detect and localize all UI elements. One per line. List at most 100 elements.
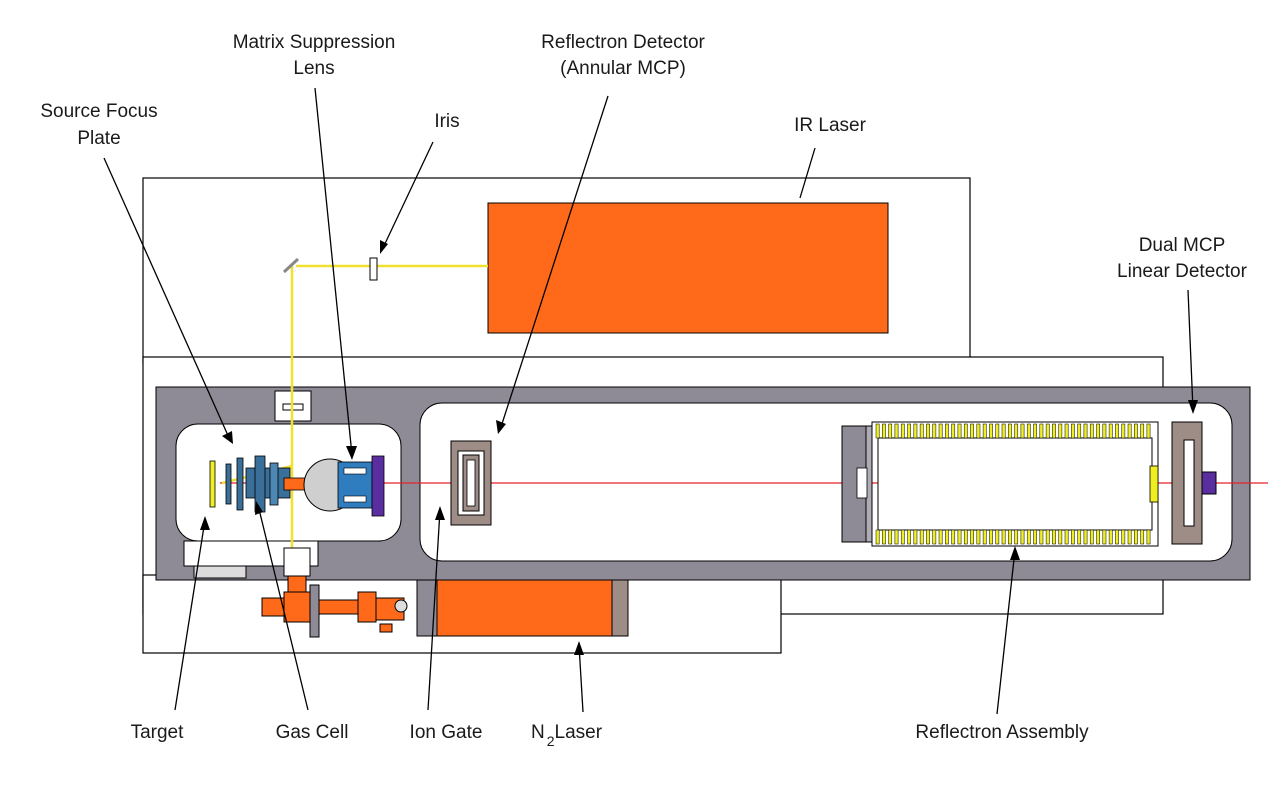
label-reflectron-detector-line1: Reflectron Detector: [541, 32, 705, 53]
grid-ring: [1121, 423, 1126, 439]
grid-ring: [907, 529, 911, 545]
grid-ring: [913, 423, 918, 439]
grid-ring: [1134, 423, 1138, 439]
reflectron-assembly: [841, 421, 1159, 547]
dual-mcp-linear-detector: [1171, 421, 1217, 545]
grid-ring: [970, 423, 974, 439]
grid-ring: [1083, 423, 1088, 439]
grid-ring: [900, 423, 905, 439]
grid-ring: [1096, 423, 1100, 439]
grid-ring: [888, 529, 893, 545]
leader-arrowheads: [200, 240, 1198, 655]
grid-ring: [1121, 529, 1126, 545]
grid-ring: [882, 423, 886, 439]
grid-ring: [976, 529, 981, 545]
grid-ring: [900, 529, 905, 545]
label-n2-suffix: Laser: [555, 722, 603, 743]
iris: [369, 257, 378, 281]
grid-rings-bottom: [875, 529, 1151, 545]
grid-ring: [951, 529, 956, 545]
label-source-focus-plate-line2: Plate: [77, 128, 120, 149]
label-dual-mcp-line2: Linear Detector: [1117, 261, 1248, 282]
grid-ring: [875, 423, 880, 439]
grid-ring: [1077, 529, 1082, 545]
grid-ring: [932, 529, 937, 545]
grid-ring: [894, 423, 899, 439]
label-target: Target: [131, 722, 185, 743]
reflectron-detector: [450, 440, 492, 526]
grid-ring: [1026, 423, 1031, 439]
grid-ring: [1102, 423, 1107, 439]
target: [209, 460, 216, 508]
grid-ring: [1134, 529, 1138, 545]
grid-ring: [1039, 529, 1044, 545]
gas-cell: [245, 467, 291, 499]
grid-ring: [1096, 529, 1100, 545]
grid-ring: [1083, 529, 1088, 545]
grid-ring: [1052, 423, 1056, 439]
grid-ring: [913, 529, 918, 545]
grid-ring: [995, 529, 1000, 545]
grid-ring: [1033, 423, 1037, 439]
grid-ring: [963, 529, 968, 545]
grid-rings-top: [875, 423, 1151, 439]
grid-ring: [1026, 529, 1031, 545]
grid-ring: [1033, 529, 1037, 545]
grid-ring: [1108, 423, 1113, 439]
grid-ring: [1014, 423, 1019, 439]
grid-ring: [1115, 529, 1119, 545]
label-iris: Iris: [434, 111, 459, 132]
grid-ring: [1108, 529, 1113, 545]
grid-ring: [919, 423, 924, 439]
matrix-suppression-lens: [337, 455, 385, 517]
mirror: [282, 257, 300, 274]
grid-ring: [938, 529, 943, 545]
grid-ring: [945, 529, 949, 545]
grid-ring: [1008, 529, 1012, 545]
grid-ring: [1146, 423, 1151, 439]
label-matrix-suppression-lens-line1: Matrix Suppression: [233, 32, 396, 53]
grid-ring: [982, 529, 987, 545]
grid-ring: [1089, 529, 1094, 545]
grid-ring: [907, 423, 911, 439]
grid-ring: [957, 529, 962, 545]
label-source-focus-plate-line1: Source Focus: [40, 101, 157, 122]
label-reflectron-detector-line2: (Annular MCP): [560, 58, 686, 79]
grid-ring: [982, 423, 987, 439]
grid-ring: [926, 529, 930, 545]
grid-ring: [888, 423, 893, 439]
grid-ring: [882, 529, 886, 545]
gas-cell-assembly: [261, 547, 408, 638]
grid-ring: [1052, 529, 1056, 545]
grid-ring: [1115, 423, 1119, 439]
grid-ring: [1001, 423, 1006, 439]
grid-ring: [976, 423, 981, 439]
leader-lines: [103, 87, 1194, 715]
label-matrix-suppression-lens-line2: Lens: [293, 58, 334, 79]
grid-ring: [1020, 529, 1025, 545]
grid-ring: [932, 423, 937, 439]
grid-ring: [1127, 423, 1132, 439]
grid-ring: [1001, 529, 1006, 545]
grid-ring: [1064, 423, 1069, 439]
grid-ring: [1077, 423, 1082, 439]
grid-ring: [951, 423, 956, 439]
grid-ring: [926, 423, 930, 439]
grid-ring: [1102, 529, 1107, 545]
n2-laser: [416, 579, 629, 637]
grid-ring: [1064, 529, 1069, 545]
grid-ring: [1058, 423, 1063, 439]
grid-ring: [894, 529, 899, 545]
grid-ring: [1008, 423, 1012, 439]
label-ir-laser: IR Laser: [794, 115, 866, 136]
label-dual-mcp-line1: Dual MCP: [1139, 235, 1226, 256]
grid-ring: [989, 423, 993, 439]
grid-ring: [938, 423, 943, 439]
grid-ring: [1058, 529, 1063, 545]
grid-ring: [1014, 529, 1019, 545]
grid-ring: [1020, 423, 1025, 439]
ir-laser: [487, 202, 889, 334]
source-focus-plate: [225, 463, 232, 505]
